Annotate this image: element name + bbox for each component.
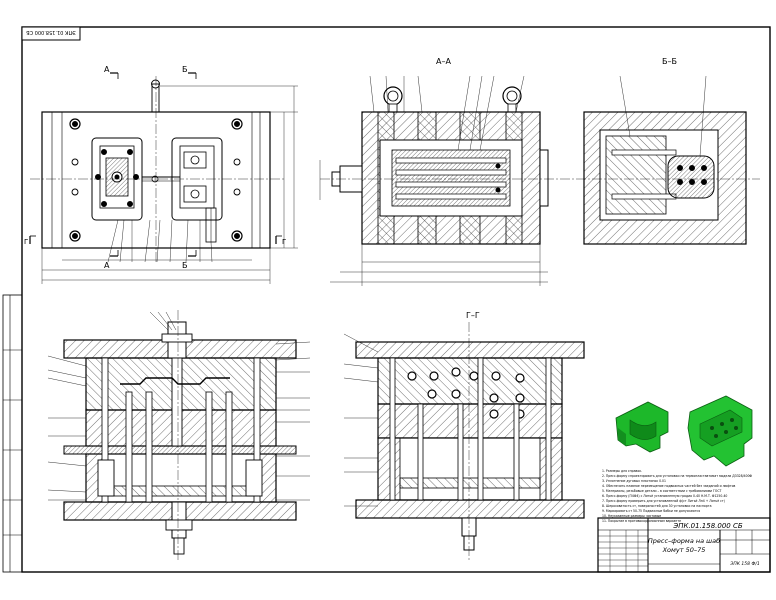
sheet-frame: [2, 26, 771, 573]
note-8: 8. Шероховатость ст, поверхностей для 30…: [602, 504, 712, 508]
part-3d-large: [687, 395, 753, 467]
title-block: [597, 517, 771, 573]
section-bb-view: [560, 75, 760, 245]
title-org: ЭПК 158 Ф/1: [729, 561, 760, 567]
section-mark-a-top: А: [104, 65, 110, 74]
note-3: 3. Уплотнение дуговых пластинок 0.01: [602, 479, 666, 483]
section-bb-title: Б–Б: [662, 57, 677, 66]
title-name-line1: Пресс–форма на шаб: [648, 537, 720, 545]
technical-notes: 1. Размеры для справок. 2. Пресс-форму с…: [602, 469, 753, 523]
section-gg-title: Г–Г: [466, 311, 480, 320]
section-aa-title: А–А: [436, 57, 451, 66]
note-2: 2. Пресс-форму спроектировать для устано…: [602, 474, 753, 478]
note-10: 10. Неуказанные размеры чистовые: [602, 514, 661, 518]
section-mark-g-right: Г: [282, 238, 286, 246]
section-mark-a-bottom: А: [104, 261, 110, 270]
note-1: 1. Размеры для справок.: [602, 469, 642, 473]
note-6: 6. Пресс-форму (П4Ф4) с Литьё установлен…: [602, 494, 727, 498]
note-9: 9. Маркировать ст 50-75 Подвижные бабки …: [602, 509, 700, 513]
main-section-view: [47, 310, 311, 562]
title-name-line2: Хомут 50–75: [662, 546, 706, 554]
section-aa-view: [319, 75, 558, 286]
title-designation: ЭПК.01.158.000 СБ: [672, 522, 743, 530]
section-gg-view: [343, 322, 585, 562]
section-mark-b-top: Б: [182, 65, 188, 74]
section-mark-b-bottom: Б: [182, 261, 188, 270]
stamp-top-text: ЭПК 01.158.000 СБ: [26, 29, 76, 35]
plan-view: [29, 72, 298, 284]
part-3d-small: [615, 401, 669, 453]
section-mark-g-left: Г: [24, 238, 28, 246]
note-4: 4. Обеспечить плавное перемещение подвиж…: [602, 484, 735, 488]
note-5: 5. Материалы, резьбовые детали – в соотв…: [602, 489, 722, 493]
note-11: 11. Покрытие в противокоррозионном вариа…: [602, 519, 681, 523]
top-stamp: ЭПК 01.158.000 СБ: [21, 26, 81, 41]
note-7: 7. Пресс-форму проверить для установленн…: [602, 499, 725, 503]
